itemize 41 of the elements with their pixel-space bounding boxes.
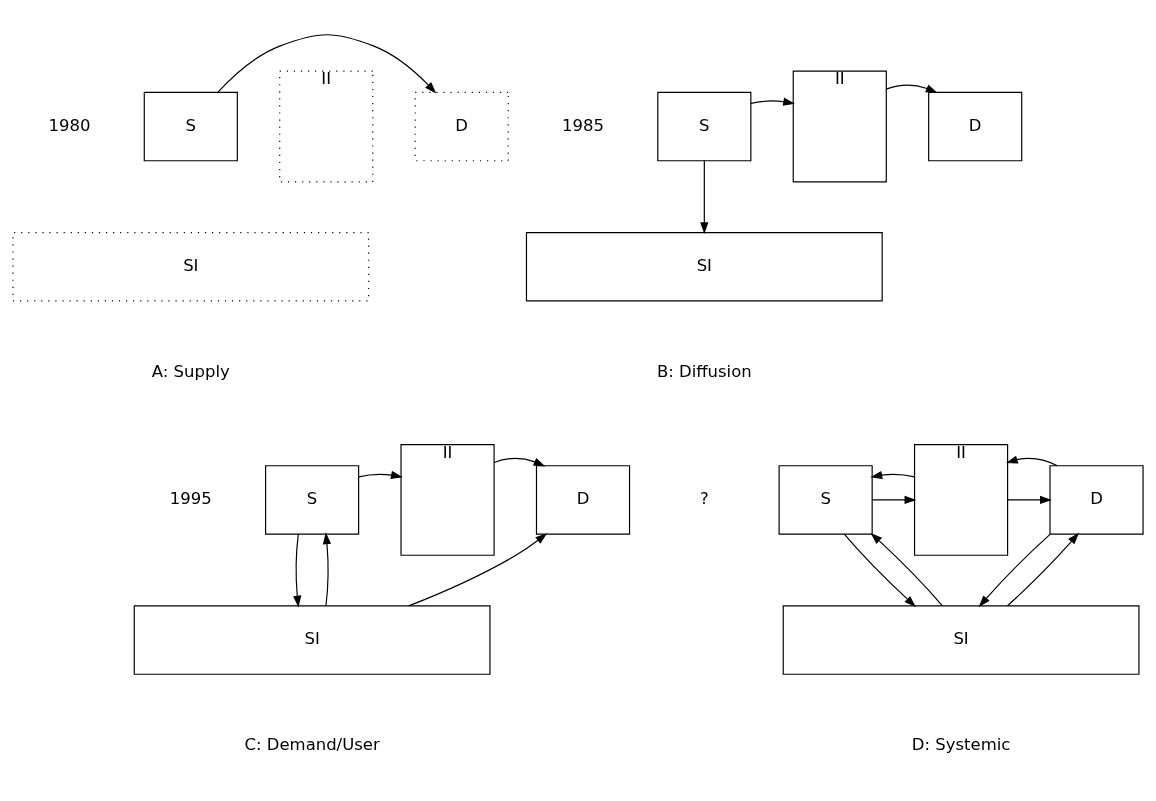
- node-box: S: [657, 91, 752, 161]
- arrow: [750, 97, 795, 106]
- label: 1995: [169, 488, 212, 508]
- arrow: [870, 532, 943, 606]
- label: C: Demand/User: [244, 734, 380, 754]
- arrow: [493, 457, 546, 466]
- node-box: S: [143, 91, 238, 161]
- node-box: SI: [133, 604, 491, 675]
- arrow: [1006, 532, 1080, 606]
- label: A: Supply: [151, 361, 230, 381]
- arrow: [322, 531, 332, 606]
- arrow: [871, 495, 917, 504]
- node-box: II: [279, 70, 374, 182]
- node-box: SI: [782, 604, 1140, 675]
- label: 1980: [48, 115, 91, 135]
- node-box: SI: [12, 231, 370, 301]
- node-box: S: [265, 464, 360, 535]
- label: 1985: [562, 115, 604, 135]
- arrow: [700, 159, 709, 234]
- node-box: II: [913, 443, 1009, 556]
- node-box: SI: [525, 231, 883, 301]
- node-box: II: [792, 70, 887, 182]
- node-box: II: [400, 443, 495, 556]
- label: D: Systemic: [911, 734, 1011, 754]
- node-box: D: [535, 464, 631, 535]
- arrow: [885, 83, 938, 93]
- arrow: [978, 533, 1051, 607]
- arrow: [408, 532, 548, 606]
- node-box: D: [414, 91, 509, 161]
- arrow: [217, 33, 437, 93]
- arrow: [843, 533, 916, 607]
- arrow: [1007, 495, 1052, 504]
- arrow: [358, 470, 403, 479]
- node-box: S: [778, 464, 873, 535]
- label: B: Diffusion: [656, 361, 752, 381]
- arrow: [1005, 455, 1058, 466]
- node-box: D: [928, 91, 1023, 161]
- node-box: D: [1049, 464, 1144, 535]
- label: ?: [699, 488, 709, 508]
- arrow: [870, 470, 916, 479]
- arrow: [293, 533, 302, 607]
